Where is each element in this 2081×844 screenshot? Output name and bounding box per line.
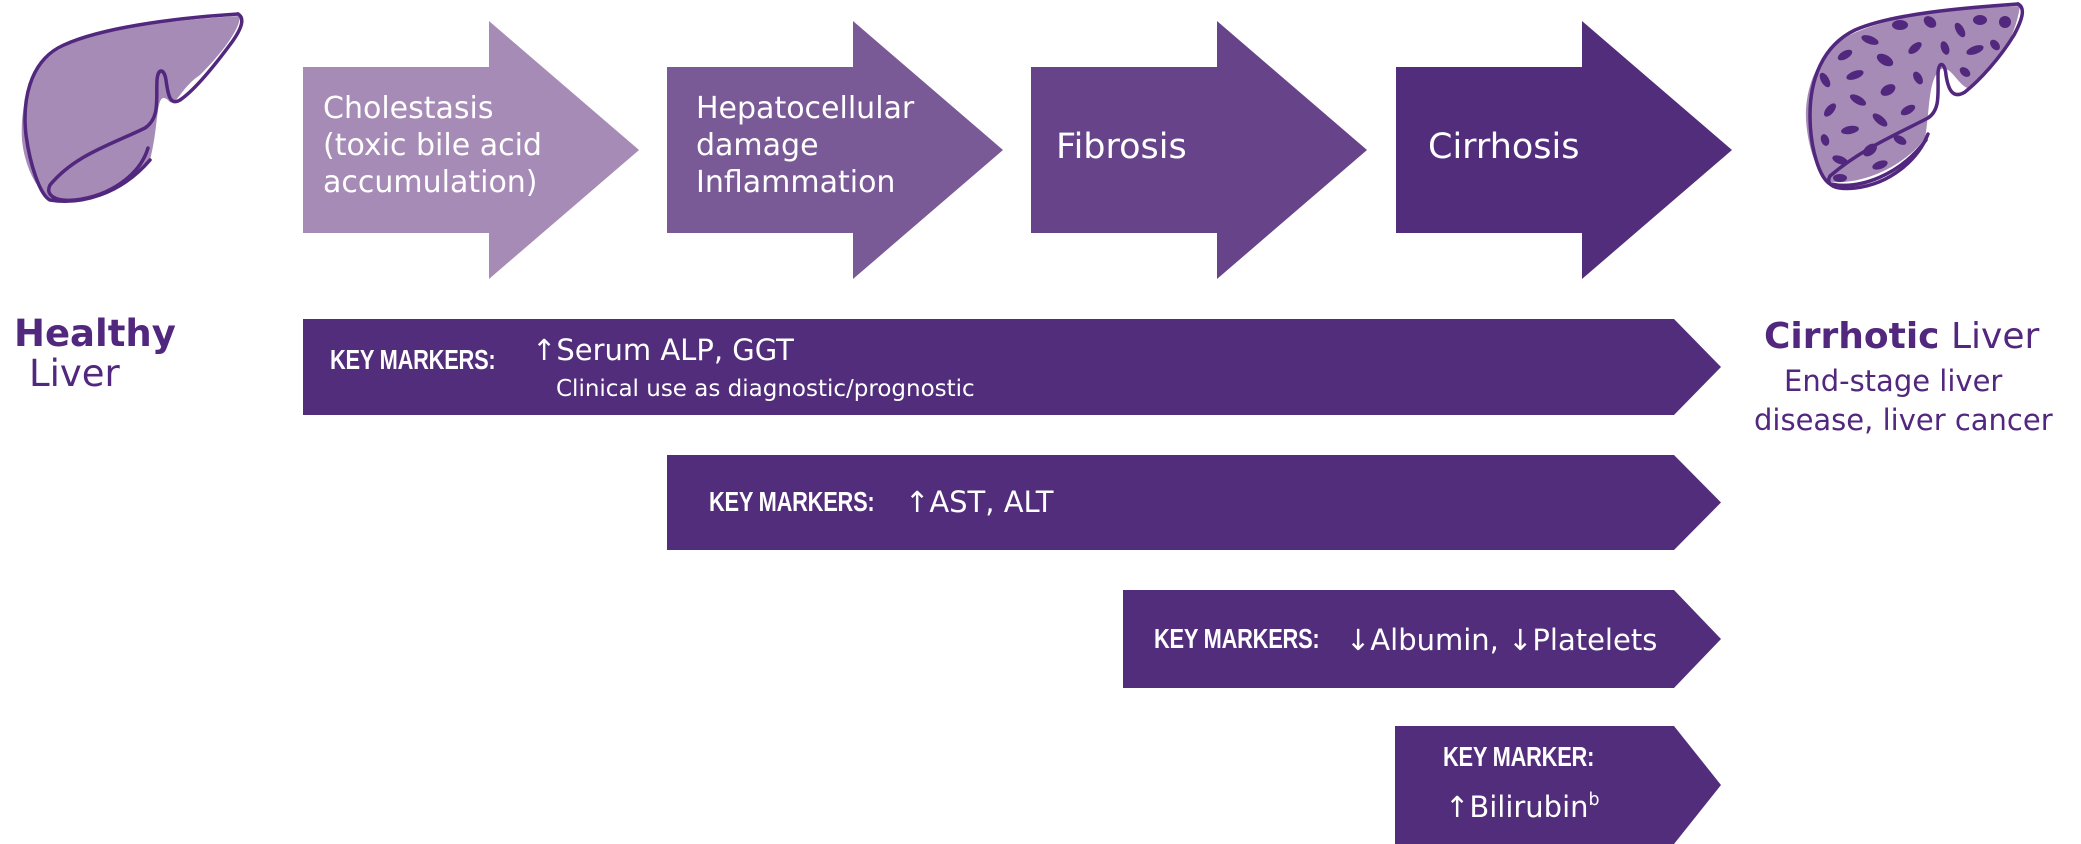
stage-arrow-fibrosis	[1031, 21, 1367, 279]
stage-cholestasis-label: Cholestasis (toxic bile acid accumulatio…	[323, 90, 542, 201]
stage-cirrhosis-label: Cirrhosis	[1428, 127, 1580, 167]
stage-label-line: Fibrosis	[1056, 127, 1187, 167]
marker-value-text: Serum ALP, GGT	[556, 333, 794, 367]
stage-arrow-hepatocellular	[667, 21, 1003, 279]
stage-label-line: accumulation)	[323, 165, 538, 200]
stage-label-line: (toxic bile acid	[323, 128, 542, 163]
up-arrow-icon: ↑	[905, 485, 930, 519]
marker-bar-4	[1395, 726, 1721, 844]
key-markers-label: KEY MARKERS:	[709, 486, 875, 517]
stage-label-line: Inflammation	[696, 165, 896, 200]
cirrhotic-title-regular: Liver	[1950, 316, 2040, 357]
marker-bar-3	[1123, 590, 1721, 688]
marker-value-text: Bilirubin	[1469, 790, 1589, 824]
stage-label-line: Cirrhosis	[1428, 127, 1580, 167]
up-arrow-icon: ↑	[532, 333, 557, 367]
key-marker-value-ast-alt: ↑AST, ALT	[905, 485, 1053, 519]
cirrhotic-liver-title: Cirrhotic Liver	[1764, 316, 2039, 357]
stage-label-line: Hepatocellular	[696, 91, 915, 126]
marker-bar-1	[303, 319, 1721, 415]
key-markers-label: KEY MARKERS:	[1154, 623, 1320, 654]
stage-label-line: Cholestasis	[323, 91, 494, 126]
cirrhotic-liver-description-line-2: disease, liver cancer	[1754, 403, 2053, 437]
stage-arrow-cholestasis	[303, 21, 639, 279]
cirrhotic-title-bold: Cirrhotic	[1764, 316, 1940, 357]
marker-value-text: AST, ALT	[929, 485, 1054, 519]
healthy-liver-subtitle: Liver	[29, 352, 120, 395]
key-marker-value-bilirubin: ↑Bilirubinb	[1445, 790, 1600, 824]
up-arrow-icon: ↑	[1445, 790, 1470, 824]
stage-fibrosis-label: Fibrosis	[1056, 127, 1187, 167]
stage-arrow-cirrhosis	[1396, 21, 1732, 279]
cirrhotic-liver-description-line-1: End-stage liver	[1784, 364, 2003, 398]
key-markers-label: KEY MARKERS:	[330, 344, 496, 375]
key-marker-value-albumin-platelets: ↓Albumin, ↓Platelets	[1346, 623, 1658, 657]
footnote-superscript: b	[1588, 789, 1600, 810]
key-marker-subtext: Clinical use as diagnostic/prognostic	[556, 376, 975, 402]
stage-hepatocellular-label: Hepatocellular damage Inflammation	[696, 90, 914, 201]
key-marker-value-alp-ggt: ↑Serum ALP, GGT	[532, 333, 794, 367]
marker-bar-2	[667, 455, 1721, 550]
healthy-liver-title: Healthy	[14, 312, 176, 355]
stage-label-line: damage	[696, 128, 819, 163]
key-marker-label: KEY MARKER:	[1443, 741, 1595, 772]
